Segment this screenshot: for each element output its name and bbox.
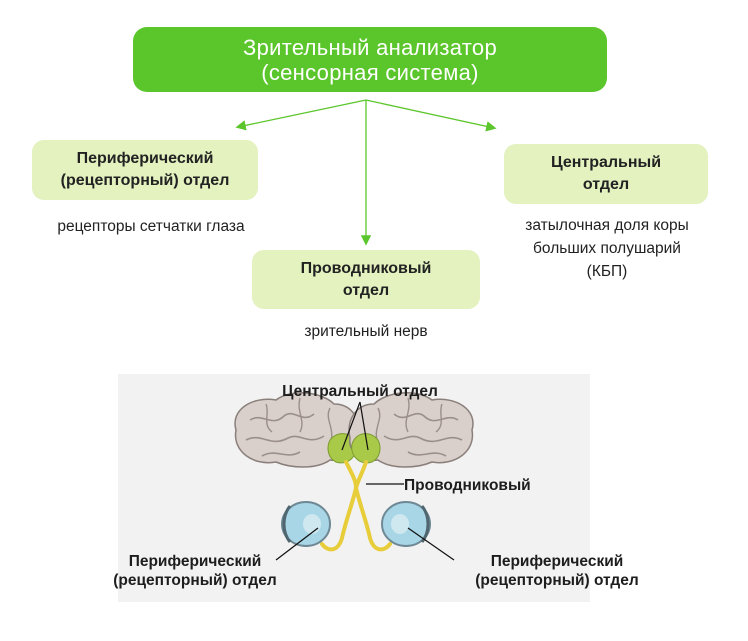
label-right-peripheral-line-1: Периферический: [490, 553, 624, 570]
peripheral-box: Периферический (рецепторный) отдел: [32, 140, 258, 200]
peripheral-title-line-1: Периферический: [76, 150, 214, 167]
central-box: Центральный отдел: [504, 144, 708, 204]
peripheral-description: рецепторы сетчатки глаза: [57, 218, 245, 235]
central-description-line-3: (КБП): [586, 263, 628, 280]
label-left-peripheral-line-2: (рецепторный) отдел: [113, 572, 277, 589]
optic-nerve-pathway: [320, 460, 392, 552]
arrow-to-central: [365, 99, 497, 132]
conductive-title-line-2: отдел: [342, 281, 390, 299]
title-line-2: (сенсорная система): [261, 59, 479, 85]
label-left-peripheral: Периферический (рецепторный) отдел: [90, 552, 300, 590]
label-right-peripheral-line-2: (рецепторный) отдел: [475, 572, 639, 589]
arrow-to-peripheral: [235, 99, 367, 131]
central-title-line-1: Центральный: [550, 154, 662, 171]
label-left-peripheral-line-1: Периферический: [128, 553, 262, 570]
central-description-line-1: затылочная доля коры: [525, 217, 689, 234]
right-hemisphere-illustration: [348, 392, 474, 468]
title-line-1: Зрительный анализатор: [243, 34, 497, 60]
label-leader-lines: [275, 401, 455, 561]
label-right-peripheral: Периферический (рецепторный) отдел: [452, 552, 662, 590]
conductive-description: зрительный нерв: [304, 323, 428, 340]
label-conductive: Проводниковый: [404, 477, 531, 494]
conductive-title-line-1: Проводниковый: [300, 259, 432, 277]
central-description-line-2: больших полушарий: [533, 240, 681, 257]
conductive-box: Проводниковый отдел: [252, 250, 480, 309]
left-hemisphere-illustration: [234, 392, 360, 468]
right-eye-illustration: [381, 501, 431, 547]
central-title-line-2: отдел: [582, 176, 630, 193]
left-eye-illustration: [281, 501, 331, 547]
title-box: Зрительный анализатор (сенсорная система…: [133, 27, 607, 92]
central-description: затылочная доля коры больших полушарий (…: [486, 214, 728, 283]
label-central-department: Центральный отдел: [282, 383, 438, 400]
peripheral-title-line-2: (рецепторный) отдел: [60, 172, 230, 189]
